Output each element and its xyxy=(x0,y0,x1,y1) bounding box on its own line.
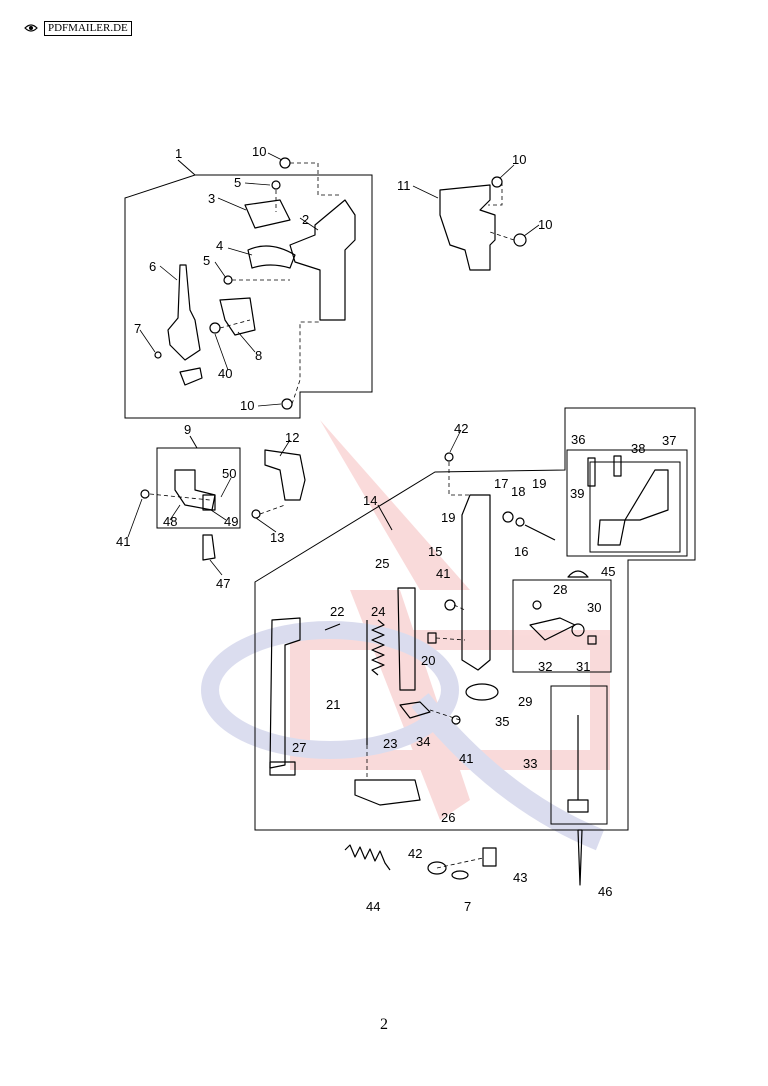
callout-9: 9 xyxy=(184,422,191,437)
callout-10c: 10 xyxy=(512,152,526,167)
callout-45: 45 xyxy=(601,564,615,579)
callout-30: 30 xyxy=(587,600,601,615)
callout-40: 40 xyxy=(218,366,232,381)
callout-7b: 7 xyxy=(464,899,471,914)
part-11-plate xyxy=(439,184,496,271)
part-48 xyxy=(174,469,216,511)
group-9-border xyxy=(156,447,241,529)
group-33-border xyxy=(550,685,608,825)
callout-10a: 10 xyxy=(252,144,266,159)
callout-34: 34 xyxy=(416,734,430,749)
eye-icon xyxy=(24,24,38,32)
part-44-spring xyxy=(344,844,391,871)
callout-27: 27 xyxy=(292,740,306,755)
part-24-spring xyxy=(371,619,385,676)
callout-29: 29 xyxy=(518,694,532,709)
part-15-frame xyxy=(461,494,491,671)
page-number: 2 xyxy=(380,1016,388,1033)
part-25 xyxy=(397,587,416,691)
callout-50: 50 xyxy=(222,466,236,481)
callout-19b: 19 xyxy=(441,510,455,525)
callout-41c: 41 xyxy=(459,751,473,766)
callout-14: 14 xyxy=(363,493,377,508)
part-3 xyxy=(244,199,291,229)
callout-35: 35 xyxy=(495,714,509,729)
header-badge: PDFMAILER.DE xyxy=(24,20,132,36)
callout-48: 48 xyxy=(163,514,177,529)
part-4 xyxy=(247,245,296,269)
part-6-lever xyxy=(167,264,201,361)
callout-28: 28 xyxy=(553,582,567,597)
callout-44: 44 xyxy=(366,899,380,914)
callout-3: 3 xyxy=(208,191,215,206)
callout-31: 31 xyxy=(576,659,590,674)
callout-42a: 42 xyxy=(454,421,468,436)
part-37 xyxy=(597,469,669,546)
group-1-border xyxy=(124,174,373,419)
callout-33: 33 xyxy=(523,756,537,771)
callout-24: 24 xyxy=(371,604,385,619)
callout-41b: 41 xyxy=(436,566,450,581)
callout-5b: 5 xyxy=(203,253,210,268)
callout-13: 13 xyxy=(270,530,284,545)
group-14-border xyxy=(254,407,696,831)
callout-47: 47 xyxy=(216,576,230,591)
callout-8: 8 xyxy=(255,348,262,363)
part-49 xyxy=(202,494,216,511)
callout-1: 1 xyxy=(175,146,182,161)
part-26 xyxy=(354,779,421,806)
group-29-border xyxy=(512,579,612,673)
part-12 xyxy=(264,449,306,501)
callout-42b: 42 xyxy=(408,846,422,861)
callout-21: 21 xyxy=(326,697,340,712)
callout-2: 2 xyxy=(302,212,309,227)
callout-36: 36 xyxy=(571,432,585,447)
callout-43: 43 xyxy=(513,870,527,885)
part-46-needle xyxy=(577,829,583,886)
callout-20: 20 xyxy=(421,653,435,668)
part-6-knob xyxy=(179,367,203,386)
callout-5a: 5 xyxy=(234,175,241,190)
callout-22: 22 xyxy=(330,604,344,619)
callout-23: 23 xyxy=(383,736,397,751)
callout-25: 25 xyxy=(375,556,389,571)
group-36-border xyxy=(566,449,688,557)
callout-37: 37 xyxy=(662,433,676,448)
part-47 xyxy=(202,534,216,561)
part-34 xyxy=(399,701,431,719)
callout-15: 15 xyxy=(428,544,442,559)
callout-18: 18 xyxy=(511,484,525,499)
callout-10b: 10 xyxy=(240,398,254,413)
part-45 xyxy=(567,570,589,578)
callout-41a: 41 xyxy=(116,534,130,549)
group-37-border xyxy=(589,461,681,553)
callout-46: 46 xyxy=(598,884,612,899)
callout-26: 26 xyxy=(441,810,455,825)
part-2-plate xyxy=(289,199,356,321)
callout-19a: 19 xyxy=(532,476,546,491)
callout-4: 4 xyxy=(216,238,223,253)
part-16-shaft xyxy=(524,524,556,541)
callout-10d: 10 xyxy=(538,217,552,232)
callout-12: 12 xyxy=(285,430,299,445)
callout-17: 17 xyxy=(494,476,508,491)
callout-16: 16 xyxy=(514,544,528,559)
callout-7a: 7 xyxy=(134,321,141,336)
callout-38: 38 xyxy=(631,441,645,456)
callout-6: 6 xyxy=(149,259,156,274)
callout-39: 39 xyxy=(570,486,584,501)
callout-11: 11 xyxy=(397,178,411,193)
callout-49: 49 xyxy=(224,514,238,529)
callout-32: 32 xyxy=(538,659,552,674)
badge-label: PDFMAILER.DE xyxy=(44,20,132,36)
part-8 xyxy=(219,297,256,336)
logo-watermark xyxy=(201,420,610,851)
